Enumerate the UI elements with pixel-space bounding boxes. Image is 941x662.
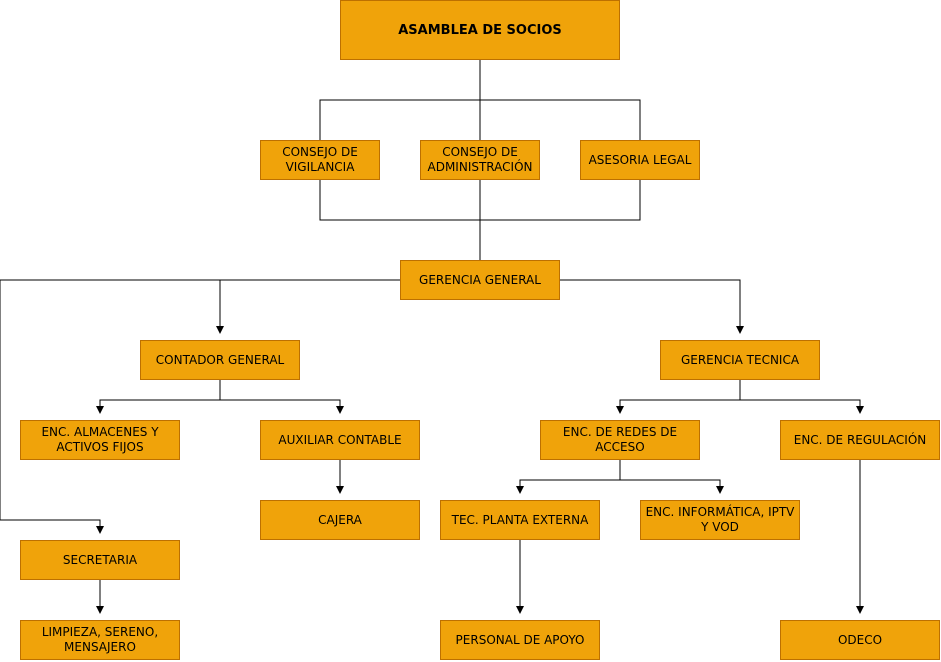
node-cajera: CAJERA <box>260 500 420 540</box>
node-auxiliar-contable: AUXILIAR CONTABLE <box>260 420 420 460</box>
node-gerencia-tecnica: GERENCIA TECNICA <box>660 340 820 380</box>
node-personal-de-apoyo: PERSONAL DE APOYO <box>440 620 600 660</box>
node-gerencia-general: GERENCIA GENERAL <box>400 260 560 300</box>
connector-gg-secretaria <box>0 279 400 534</box>
node-asamblea-de-socios: ASAMBLEA DE SOCIOS <box>340 0 620 60</box>
node-enc-redes-de-acceso: ENC. DE REDES DE ACCESO <box>540 420 700 460</box>
connector-tecnica-regulacion <box>740 399 864 414</box>
node-enc-almacenes: ENC. ALMACENES Y ACTIVOS FIJOS <box>20 420 180 460</box>
node-asesoria-legal: ASESORIA LEGAL <box>580 140 700 180</box>
node-tec-planta-externa: TEC. PLANTA EXTERNA <box>440 500 600 540</box>
connector-contador-almacenes <box>96 380 221 414</box>
connector-contador-auxiliar <box>220 399 344 414</box>
connector-consejos <box>319 180 641 260</box>
connector-redes-informatica <box>620 479 724 494</box>
connector-gg-contador <box>216 279 400 334</box>
node-contador-general: CONTADOR GENERAL <box>140 340 300 380</box>
connector-tecnica-redes <box>616 380 741 414</box>
node-odeco: ODECO <box>780 620 940 660</box>
connector-asamblea <box>319 60 641 140</box>
node-secretaria: SECRETARIA <box>20 540 180 580</box>
node-enc-de-regulacion: ENC. DE REGULACIÓN <box>780 420 940 460</box>
node-enc-informatica: ENC. INFORMÁTICA, IPTV Y VOD <box>640 500 800 540</box>
connector-gg-tecnica <box>560 279 744 334</box>
node-consejo-de-vigilancia: CONSEJO DE VIGILANCIA <box>260 140 380 180</box>
node-consejo-de-administracion: CONSEJO DE ADMINISTRACIÓN <box>420 140 540 180</box>
connector-redes-planta <box>516 460 621 494</box>
node-limpieza-sereno-mensajero: LIMPIEZA, SERENO, MENSAJERO <box>20 620 180 660</box>
